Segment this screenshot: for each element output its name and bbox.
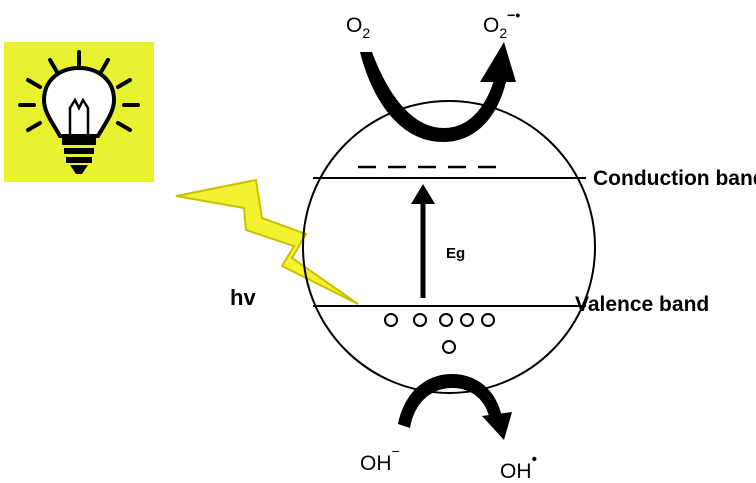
oxygen-label: O2: [346, 14, 370, 41]
superoxide-label: O2−•: [483, 7, 520, 41]
reduction-arrow: [360, 42, 516, 142]
hole: [442, 340, 456, 354]
band-gap-label: Eg: [446, 245, 465, 262]
hydroxyl-radical-label: OH•: [500, 451, 537, 483]
band-gap-arrow: [411, 184, 435, 298]
hole: [413, 313, 427, 327]
oxidation-arrow: [398, 374, 512, 440]
valence-band-label: Valence band: [575, 293, 709, 316]
hole: [481, 313, 495, 327]
holes: [384, 313, 495, 354]
lightning-bolt-icon: [175, 178, 359, 305]
photon-label: hv: [230, 285, 256, 310]
light-bulb-icon: [4, 42, 154, 182]
hole: [384, 313, 398, 327]
conduction-band-label: Conduction band: [593, 167, 756, 190]
semiconductor-particle: [302, 100, 596, 394]
hydroxide-label: OH−: [360, 443, 400, 475]
hole: [460, 313, 474, 327]
hole: [439, 313, 453, 327]
